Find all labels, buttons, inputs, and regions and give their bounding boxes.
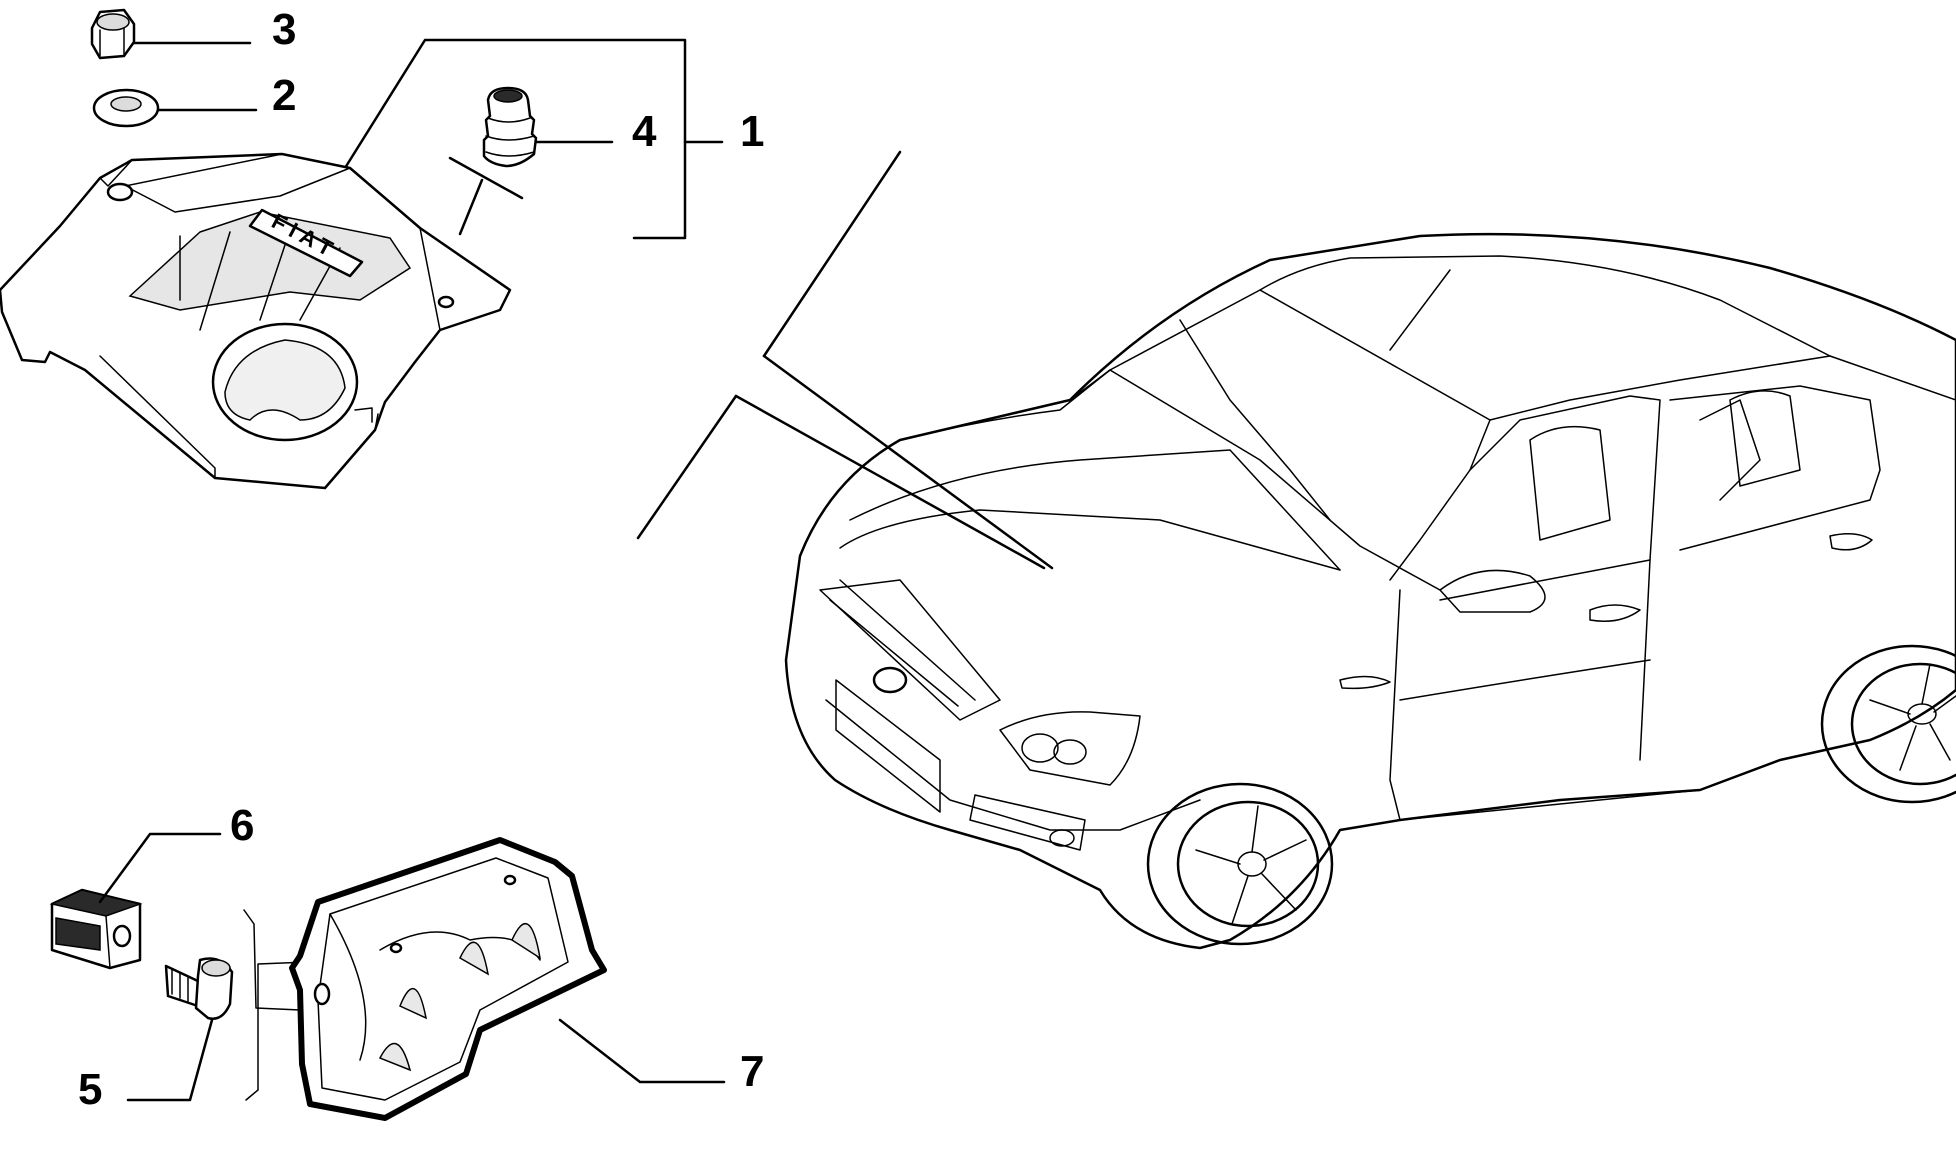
- leader-line-6: [98, 832, 222, 904]
- clip-part-6[interactable]: [49, 888, 143, 970]
- callout-6: 6: [230, 801, 254, 850]
- bracket-1: [343, 38, 724, 240]
- grommet-mount-marker: [448, 156, 524, 236]
- cover-location-lines: [636, 150, 1054, 570]
- shield-part-7[interactable]: [289, 837, 607, 1121]
- engine-cover-part-1[interactable]: FIAT: [0, 152, 512, 490]
- leader-line-5: [126, 1018, 214, 1102]
- callout-4: 4: [632, 107, 657, 156]
- nut-part-3[interactable]: [90, 8, 136, 60]
- callout-3: 3: [272, 5, 296, 54]
- car-illustration: [784, 232, 1956, 950]
- callout-7: 7: [740, 1047, 764, 1096]
- callout-5: 5: [78, 1065, 102, 1114]
- shield-mount-marker: [243, 909, 309, 1101]
- washer-part-2[interactable]: [92, 88, 160, 128]
- callout-1: 1: [740, 107, 764, 156]
- grommet-part-4[interactable]: [482, 86, 538, 168]
- screw-part-5[interactable]: [164, 957, 234, 1020]
- callout-2: 2: [272, 71, 296, 120]
- leader-line-7: [558, 1018, 726, 1084]
